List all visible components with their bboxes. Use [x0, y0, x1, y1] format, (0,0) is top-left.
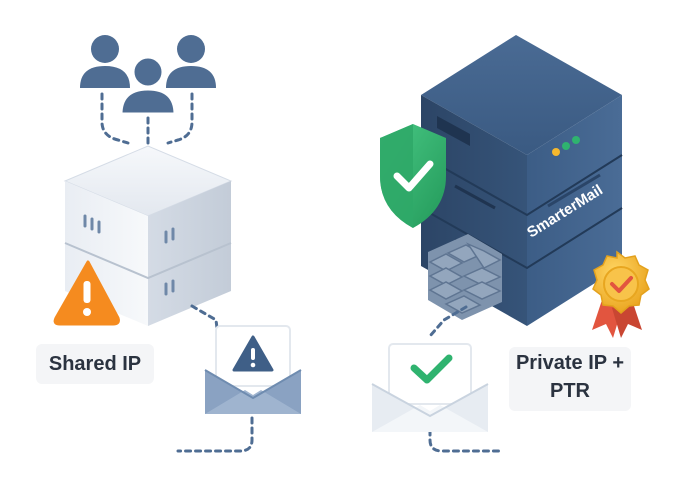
rosette-check-icon [592, 250, 650, 338]
private-ip-ptr-label: Private IP + PTR [509, 347, 631, 411]
private-server-to-envelope-connector [428, 305, 502, 453]
envelope-check-icon [371, 343, 489, 432]
user-connector-lines [100, 92, 194, 148]
shared-server-icon [63, 145, 233, 326]
users-group-icon [80, 35, 216, 116]
warning-triangle-icon [53, 260, 120, 326]
private-server-icon: SmarterMail [420, 35, 623, 326]
brick-wall-icon [428, 234, 502, 320]
shared-ip-label: Shared IP [36, 344, 154, 384]
shield-check-icon [380, 124, 446, 228]
envelope-warning-icon [204, 325, 302, 414]
